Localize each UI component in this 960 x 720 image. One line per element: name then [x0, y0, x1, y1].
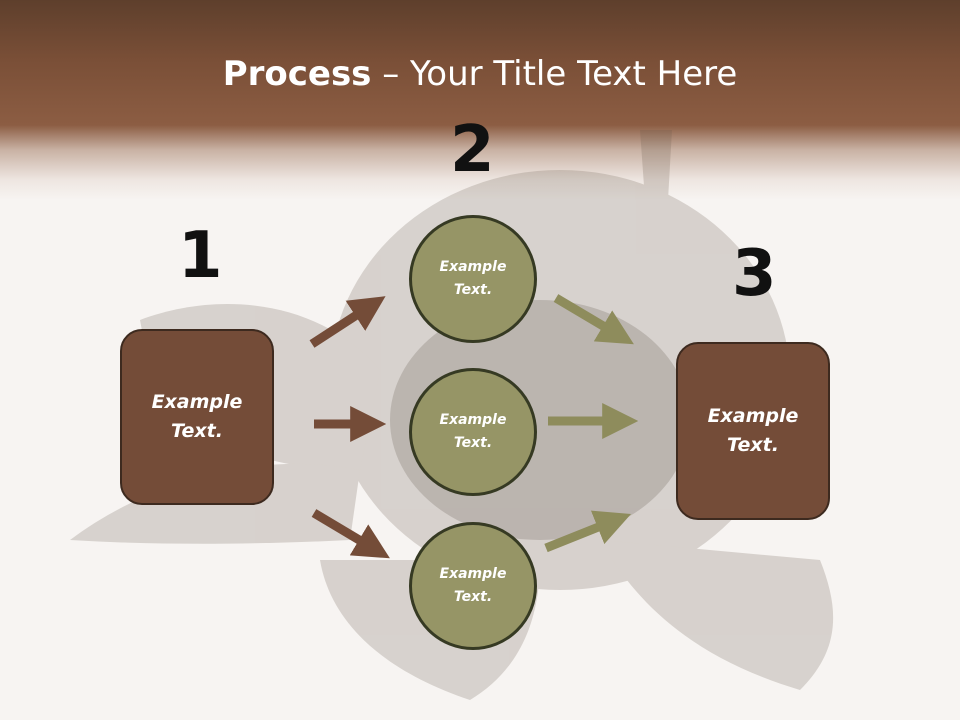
step-1-box: Example Text.	[120, 329, 274, 505]
step-number-3: 3	[732, 237, 777, 311]
circle-middle: Example Text.	[409, 368, 537, 496]
circle-top-text: Example Text.	[439, 259, 507, 298]
circle-middle-text: Example Text.	[439, 412, 507, 451]
arrow-1-to-bottom	[311, 509, 390, 559]
circle-top: Example Text.	[409, 215, 537, 343]
step-3-box: Example Text.	[676, 342, 830, 520]
step-number-1: 1	[178, 219, 223, 293]
circle-bottom: Example Text.	[409, 522, 537, 650]
step-3-box-text: Example Text.	[707, 405, 799, 456]
header-band	[0, 0, 960, 200]
title-rest: – Your Title Text Here	[371, 54, 738, 94]
title-bold: Process	[222, 54, 372, 94]
step-number-2: 2	[450, 113, 495, 187]
arrow-top-to-3	[553, 294, 634, 345]
arrow-1-to-top	[309, 296, 386, 348]
page-title: Process – Your Title Text Here	[0, 52, 960, 96]
arrow-bottom-to-3	[544, 510, 632, 553]
circle-bottom-text: Example Text.	[439, 566, 507, 605]
step-1-box-text: Example Text.	[151, 391, 243, 442]
